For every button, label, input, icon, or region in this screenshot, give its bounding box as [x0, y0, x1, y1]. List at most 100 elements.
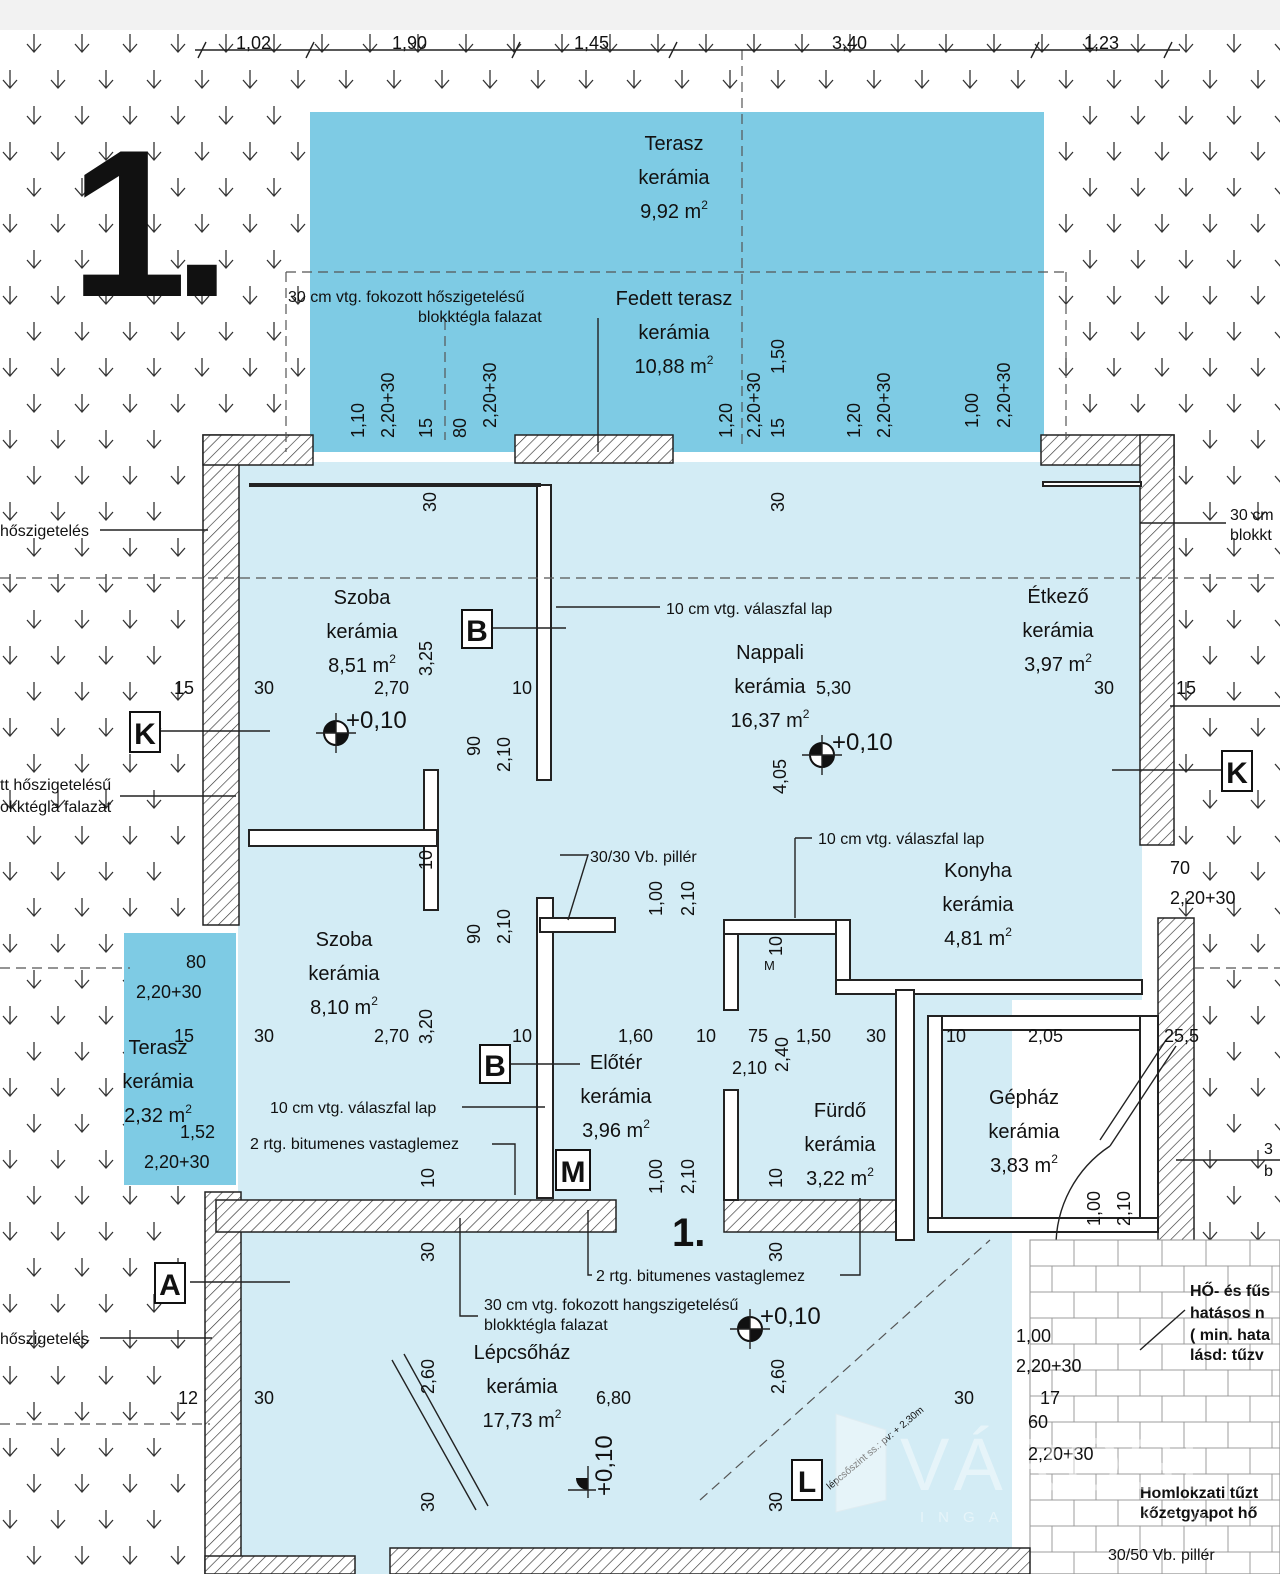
svg-text:90: 90 [464, 736, 484, 756]
watermark: VÁROSI INGATLAN IRODA [835, 1413, 1228, 1526]
sound-wall-note-2: blokktégla falazat [484, 1317, 608, 1334]
svg-text:5,30: 5,30 [816, 678, 851, 698]
left-insulation-note-2: hőszigetelés [0, 1331, 89, 1348]
svg-text:30: 30 [254, 678, 274, 698]
svg-text:2,10: 2,10 [678, 1159, 698, 1194]
svg-text:1,50: 1,50 [768, 339, 788, 374]
room-floor: kerámia [486, 1376, 558, 1398]
svg-text:2,70: 2,70 [374, 678, 409, 698]
svg-text:1,52: 1,52 [180, 1122, 215, 1142]
room-area-sup: 2 [1005, 925, 1012, 939]
room-area-sup: 2 [555, 1407, 562, 1421]
svg-text:2,10: 2,10 [494, 909, 514, 944]
level-marker [568, 1466, 596, 1498]
room-area: 2,32 m2 [124, 1102, 192, 1127]
unit-number: 1. [70, 106, 217, 341]
room-floor: kerámia [988, 1121, 1060, 1143]
room-area-value: 9,92 m [640, 201, 701, 223]
svg-text:10: 10 [416, 850, 436, 870]
room-floor: kerámia [1022, 620, 1094, 642]
svg-text:15: 15 [1176, 678, 1196, 698]
room-name: Fürdő [814, 1100, 866, 1122]
room-name: Terasz [129, 1037, 188, 1059]
partition-note-3: 10 cm vtg. válaszfal lap [270, 1100, 436, 1117]
svg-text:15: 15 [174, 1026, 194, 1046]
heat-note-4: lásd: tűzv [1190, 1347, 1264, 1364]
room-name: Konyha [944, 860, 1013, 882]
svg-text:30: 30 [866, 1026, 886, 1046]
room-name: Nappali [736, 642, 804, 664]
room-floor: kerámia [638, 322, 710, 344]
heat-note-2: hatásos n [1190, 1305, 1265, 1322]
svg-text:80: 80 [450, 418, 470, 438]
room-area: 3,83 m2 [990, 1152, 1058, 1177]
svg-text:30: 30 [954, 1388, 974, 1408]
svg-text:10: 10 [512, 1026, 532, 1046]
top-dimension-line: 1,02 1,90 1,45 3,40 1,23 [195, 33, 1180, 59]
svg-text:2,20+30: 2,20+30 [1028, 1444, 1094, 1464]
svg-text:B: B [466, 615, 488, 648]
section-mark-m: M [555, 1149, 591, 1191]
svg-text:30: 30 [418, 1492, 438, 1512]
room-area-sup: 2 [185, 1102, 192, 1116]
section-mark-k: K [1221, 750, 1253, 792]
room-area-value: 16,37 m [731, 710, 803, 732]
room-area-sup: 2 [701, 198, 708, 212]
svg-text:1,00: 1,00 [962, 393, 982, 428]
dim-1: 1,02 [236, 33, 271, 53]
room-floor: kerámia [734, 676, 806, 698]
svg-text:1,20: 1,20 [844, 403, 864, 438]
svg-text:80: 80 [186, 952, 206, 972]
svg-text:4,05: 4,05 [770, 759, 790, 794]
heat-note-1: HŐ- és fűs [1190, 1281, 1270, 1300]
svg-text:2,10: 2,10 [678, 881, 698, 916]
interior-walls [248, 481, 1159, 1241]
room-name: Terasz [645, 133, 704, 155]
svg-text:10: 10 [766, 1168, 786, 1188]
partition-note-2: 10 cm vtg. válaszfal lap [818, 831, 984, 848]
room-area-value: 8,51 m [328, 655, 389, 677]
svg-text:1,10: 1,10 [348, 403, 368, 438]
wall-30-note-2: blokktégla falazat [418, 309, 542, 326]
svg-text:10: 10 [512, 678, 532, 698]
svg-text:M: M [561, 1156, 586, 1189]
right-3: 3 [1264, 1141, 1273, 1158]
svg-text:2,60: 2,60 [768, 1359, 788, 1394]
section-mark-b: B [461, 609, 493, 649]
section-mark-k: K [129, 711, 161, 753]
svg-text:2,20+30: 2,20+30 [136, 982, 202, 1002]
svg-text:2,20+30: 2,20+30 [1170, 888, 1236, 908]
svg-text:17: 17 [1040, 1388, 1060, 1408]
room-area-value: 3,97 m [1024, 654, 1085, 676]
terrace-left-area [124, 933, 236, 1185]
svg-text:2,20+30: 2,20+30 [378, 372, 398, 438]
room-area: 3,97 m2 [1024, 651, 1092, 676]
level-text: +0,10 [760, 1303, 821, 1330]
svg-text:K: K [1226, 757, 1248, 790]
svg-text:2,20+30: 2,20+30 [144, 1152, 210, 1172]
svg-text:1,50: 1,50 [796, 1026, 831, 1046]
level-marker [802, 735, 842, 775]
right-wall-note: 30 cm [1230, 507, 1274, 524]
room-floor: kerámia [942, 894, 1014, 916]
room-area-value: 17,73 m [483, 1410, 555, 1432]
room-area-value: 2,32 m [124, 1105, 185, 1127]
room-area-value: 3,96 m [582, 1120, 643, 1142]
room-area: 10,88 m2 [635, 353, 714, 378]
room-area: 16,37 m2 [731, 707, 810, 732]
room-area: 17,73 m2 [483, 1407, 562, 1432]
svg-text:A: A [159, 1269, 181, 1302]
room-label-nappali: Nappali kerámia 16,37 m2 [731, 642, 810, 732]
svg-text:30: 30 [766, 1492, 786, 1512]
left-insulation-note: hőszigetelés [0, 523, 89, 540]
left-wall-note-2: okktégla falazat [0, 799, 112, 816]
right-wall-note-2: blokkt [1230, 527, 1272, 544]
terrace-top-area [310, 112, 1044, 452]
svg-text:VÁROSI: VÁROSI [900, 1423, 1204, 1506]
